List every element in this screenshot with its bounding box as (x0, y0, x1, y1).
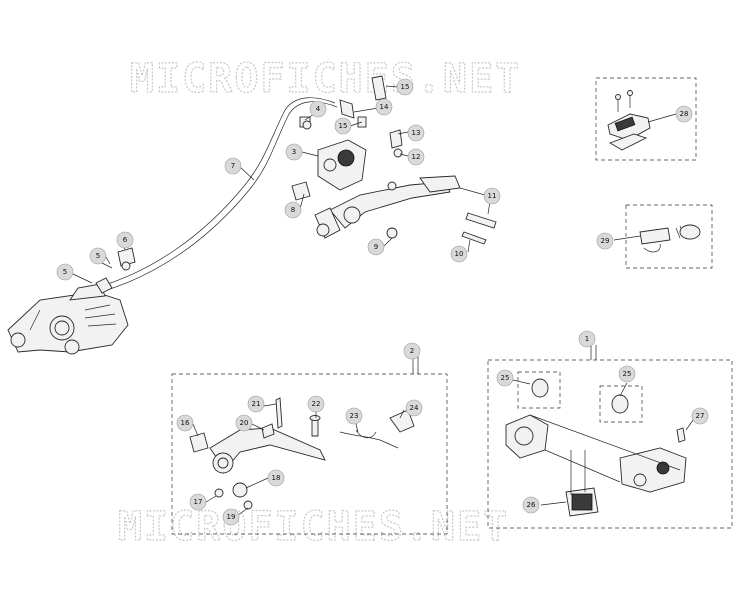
callout-5b: 5 (89, 247, 107, 265)
svg-text:28: 28 (680, 110, 689, 118)
leader-lines (72, 85, 697, 516)
callout-1: 1 (578, 330, 596, 348)
callout-20: 20 (235, 414, 253, 432)
svg-text:25: 25 (501, 374, 510, 382)
svg-text:13: 13 (412, 129, 421, 137)
callout-29: 29 (596, 232, 614, 250)
callout-21: 21 (247, 395, 265, 413)
svg-text:27: 27 (696, 412, 705, 420)
svg-text:5: 5 (96, 252, 100, 260)
callout-25b: 25 (618, 365, 636, 383)
callout-2: 2 (403, 342, 421, 360)
rear-brake-caliper (7, 283, 129, 355)
callout-7: 7 (224, 157, 242, 175)
svg-text:18: 18 (272, 474, 281, 482)
svg-text:15: 15 (339, 122, 348, 130)
callout-8: 8 (284, 201, 302, 219)
callout-14: 14 (375, 98, 393, 116)
callout-22: 22 (307, 395, 325, 413)
svg-text:26: 26 (527, 501, 536, 509)
master-cylinder (299, 75, 387, 191)
callout-11: 11 (483, 187, 501, 205)
pedal-assembly-box (171, 373, 448, 535)
callout-27: 27 (691, 407, 709, 425)
front-caliper-box (487, 359, 733, 529)
svg-text:24: 24 (410, 404, 419, 412)
svg-text:21: 21 (252, 400, 261, 408)
callout-16: 16 (176, 414, 194, 432)
svg-text:11: 11 (488, 192, 497, 200)
svg-text:15: 15 (401, 83, 410, 91)
callout-24: 24 (405, 399, 423, 417)
callout-5a: 5 (56, 263, 74, 281)
svg-text:23: 23 (350, 412, 359, 420)
callout-12: 12 (407, 148, 425, 166)
callout-6: 6 (116, 231, 134, 249)
callout-28: 28 (675, 105, 693, 123)
svg-text:14: 14 (380, 103, 389, 111)
kit-29-box (625, 204, 713, 269)
watermark-bottom: MICROFICHES.NET (118, 504, 509, 550)
callout-15a: 15 (396, 78, 414, 96)
svg-text:17: 17 (194, 498, 203, 506)
callout-26: 26 (522, 496, 540, 514)
watermark-top: MICROFICHES.NET (130, 56, 521, 102)
svg-text:4: 4 (316, 105, 321, 113)
callout-25a: 25 (496, 369, 514, 387)
svg-text:7: 7 (231, 162, 235, 170)
svg-text:1: 1 (585, 335, 589, 343)
svg-text:29: 29 (601, 237, 610, 245)
callout-23: 23 (345, 407, 363, 425)
callout-3: 3 (285, 143, 303, 161)
svg-text:5: 5 (63, 268, 67, 276)
callout-19: 19 (222, 508, 240, 526)
brake-hose (104, 97, 338, 290)
banjo-bolt (95, 247, 136, 294)
svg-text:25: 25 (623, 370, 632, 378)
svg-text:2: 2 (410, 347, 414, 355)
svg-text:22: 22 (312, 400, 321, 408)
svg-text:19: 19 (227, 513, 236, 521)
callout-13: 13 (407, 124, 425, 142)
svg-text:9: 9 (374, 243, 378, 251)
callout-18: 18 (267, 469, 285, 487)
brake-pedal-upper (291, 116, 497, 245)
callout-9: 9 (367, 238, 385, 256)
svg-text:3: 3 (292, 148, 296, 156)
callout-17: 17 (189, 493, 207, 511)
svg-text:12: 12 (412, 153, 421, 161)
callout-15b: 15 (334, 117, 352, 135)
callout-10: 10 (450, 245, 468, 263)
svg-text:20: 20 (240, 419, 249, 427)
svg-text:6: 6 (123, 236, 128, 244)
svg-text:10: 10 (455, 250, 464, 258)
svg-text:8: 8 (291, 206, 295, 214)
svg-text:16: 16 (181, 419, 190, 427)
kit-28-box (595, 77, 697, 161)
callout-4: 4 (309, 100, 327, 118)
